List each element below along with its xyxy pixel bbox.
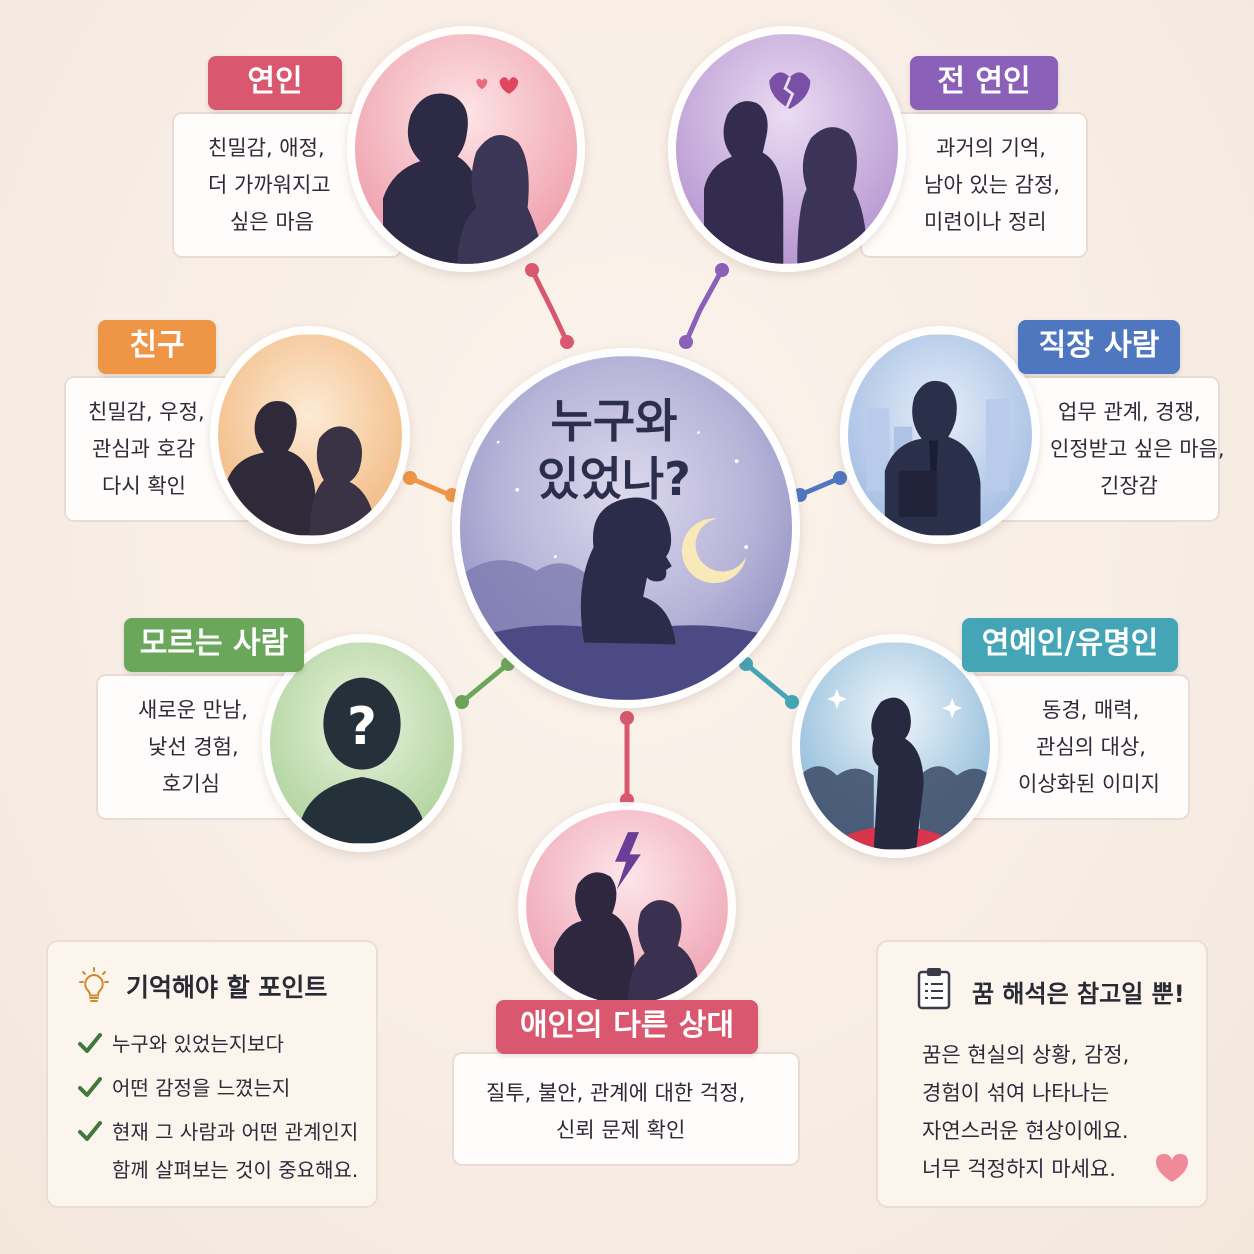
ex-line-2: 남아 있는 감정, (924, 172, 1060, 197)
ex-line-3: 미련이나 정리 (924, 209, 1047, 234)
celebrity-line-1: 동경, 매력, (1042, 697, 1140, 722)
checkmark-icon (78, 1033, 102, 1053)
label-coworker-text: 직장 사람 (1038, 328, 1160, 363)
lover-circle (347, 26, 585, 272)
note-line-1: 꿈은 현실의 상황, 감정, (922, 1043, 1130, 1067)
lightbulb-icon (79, 967, 109, 1002)
celebrity-line-3: 이상화된 이미지 (1018, 771, 1160, 796)
rival-circle (518, 802, 736, 1012)
label-celebrity: 연예인/유명인 (962, 618, 1178, 672)
label-stranger-text: 모르는 사람 (139, 626, 289, 661)
friend-line-3: 다시 확인 (102, 473, 186, 498)
friend-line-1: 친밀감, 우정, (88, 399, 205, 424)
tip-item-2-text: 어떤 감정을 느꼈는지 (112, 1076, 291, 1100)
center-title-line-2: 있었나? (537, 452, 691, 506)
couple-kissing-icon (355, 34, 577, 264)
stranger-line-2: 낯선 경험, (148, 734, 239, 759)
celebrity-description: 동경, 매력, 관심의 대상, 이상화된 이미지 (960, 674, 1190, 820)
label-lover-text: 연인 (247, 64, 303, 99)
label-stranger: 모르는 사람 (124, 618, 304, 672)
label-ex-text: 전 연인 (937, 64, 1031, 99)
checkmark-icon (78, 1121, 102, 1141)
tip-item-4-text: 함께 살펴보는 것이 중요해요. (112, 1158, 359, 1182)
tip-item-3-text: 현재 그 사람과 어떤 관계인지 (112, 1120, 359, 1144)
rival-description: 질투, 불안, 관계에 대한 걱정, 신뢰 문제 확인 (452, 1052, 800, 1166)
lightning-rival-icon (526, 810, 728, 1004)
label-lover: 연인 (208, 56, 342, 110)
lover-line-2: 더 가까워지고 (208, 172, 331, 197)
tips-panel: 기억해야 할 포인트 누구와 있었는지보다 어떤 감정을 느꼈는지 현재 그 사… (46, 940, 378, 1208)
note-line-2: 경험이 섞여 나타나는 (922, 1081, 1110, 1105)
checkmark-icon (78, 1077, 102, 1097)
note-line-4: 너무 걱정하지 마세요. (922, 1157, 1116, 1181)
friends-silhouette-icon (218, 334, 402, 536)
label-friend-text: 친구 (129, 328, 185, 363)
label-rival-text: 애인의 다른 상대 (519, 1008, 735, 1043)
lover-line-3: 싶은 마음 (230, 209, 314, 234)
coworker-line-3: 긴장감 (1100, 473, 1158, 498)
tip-item-1-text: 누구와 있었는지보다 (112, 1032, 284, 1056)
label-rival: 애인의 다른 상대 (496, 1000, 758, 1054)
rival-line-1: 질투, 불안, 관계에 대한 걱정, (486, 1081, 746, 1105)
coworker-circle (840, 326, 1040, 544)
ex-circle (668, 26, 906, 272)
coworker-line-2: 인정받고 싶은 마음, (1050, 436, 1225, 461)
label-friend: 친구 (98, 320, 216, 374)
lover-line-1: 친밀감, 애정, (208, 135, 325, 160)
coworker-line-1: 업무 관계, 경쟁, (1058, 399, 1201, 424)
rival-line-2: 신뢰 문제 확인 (556, 1118, 686, 1142)
note-line-3: 자연스러운 현상이에요. (922, 1119, 1129, 1143)
stranger-circle: ? (262, 634, 462, 852)
svg-text:?: ? (347, 697, 377, 757)
heart-icon (1156, 1154, 1188, 1182)
note-title: 꿈 해석은 참고일 뿐! (972, 980, 1185, 1008)
note-panel: 꿈 해석은 참고일 뿐! 꿈은 현실의 상황, 감정, 경험이 섞여 나타나는 … (876, 940, 1208, 1208)
clipboard-icon (917, 968, 951, 1010)
center-circle (452, 348, 800, 708)
friend-line-2: 관심과 호감 (92, 436, 196, 461)
woman-thinking-night-icon (460, 356, 792, 700)
stranger-line-1: 새로운 만남, (138, 697, 248, 722)
stranger-line-3: 호기심 (162, 771, 220, 796)
label-coworker: 직장 사람 (1018, 320, 1180, 374)
broken-heart-icon (676, 34, 898, 264)
label-celebrity-text: 연예인/유명인 (981, 626, 1159, 661)
note-body: 꿈은 현실의 상황, 감정, 경험이 섞여 나타나는 자연스러운 현상이에요. … (922, 1036, 1129, 1188)
label-ex: 전 연인 (910, 56, 1058, 110)
center-title-line-1: 누구와 (550, 394, 678, 448)
friend-circle (210, 326, 410, 544)
question-person-icon: ? (270, 642, 454, 844)
tips-title: 기억해야 할 포인트 (126, 973, 328, 1002)
ex-line-1: 과거의 기억, (936, 135, 1046, 160)
celebrity-stage-icon (800, 642, 990, 850)
office-worker-icon (848, 334, 1032, 536)
celebrity-line-2: 관심의 대상, (1036, 734, 1146, 759)
center-title: 누구와 있었나? (464, 392, 764, 508)
